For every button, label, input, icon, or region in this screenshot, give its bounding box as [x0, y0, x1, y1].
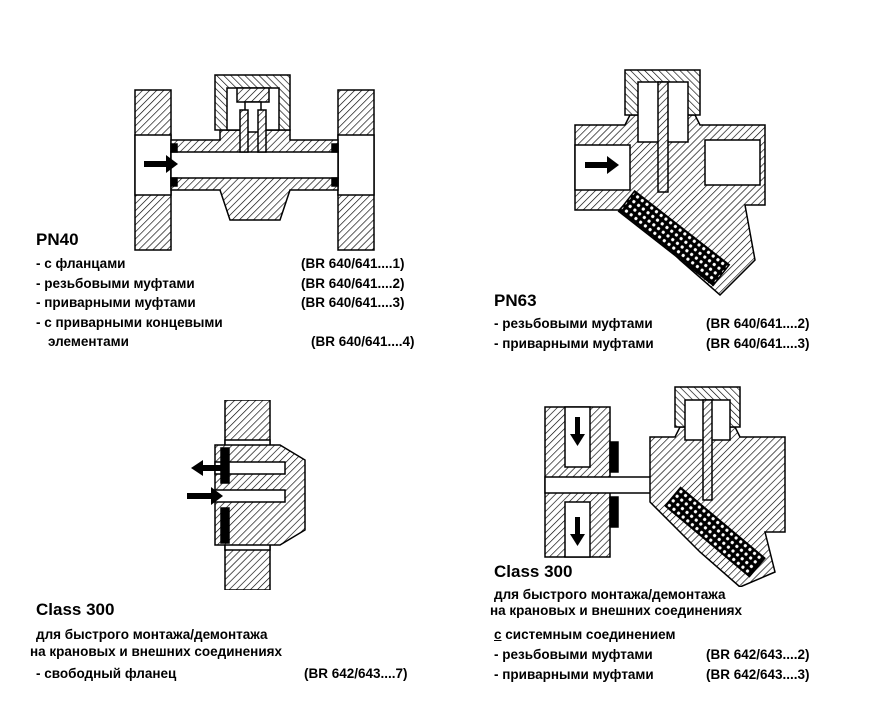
class300-right-system: с системным соединением [494, 625, 676, 645]
inlet-arrow-icon [187, 487, 223, 505]
pn40-flanged-trap-drawing [130, 60, 380, 255]
system-prefix: с [494, 627, 502, 642]
pn63-title: PN63 [494, 291, 537, 310]
pn40-title: PN40 [36, 230, 79, 249]
class300-left-title: Class 300 [36, 600, 115, 619]
class300-right-list: - резьбовыми муфтами(BR 642/643....2) - … [494, 645, 864, 684]
class300-right-desc-1: для быстрого монтажа/демонтажа [494, 587, 726, 602]
class300-right-desc-2: на крановых и внешних соединениях [490, 603, 743, 618]
class300-left-list: - свободный фланец(BR 642/643....7) [36, 664, 436, 684]
pn63-y-trap-drawing [570, 60, 775, 300]
pn63-list: - резьбовыми муфтами(BR 640/641....2) - … [494, 314, 864, 353]
outlet-arrow-icon [191, 460, 229, 476]
class300-right-title: Class 300 [494, 562, 573, 581]
flow-arrow-icon [144, 155, 178, 173]
class300-left-desc-2: на крановых и внешних соединениях [30, 644, 283, 659]
down-arrow-icon [570, 517, 585, 546]
list-item: - свободный фланец(BR 642/643....7) [36, 666, 408, 681]
list-item: - резьбовыми муфтами(BR 642/643....2) [494, 647, 810, 662]
down-arrow-icon [570, 417, 585, 446]
pn40-list: - с фланцами(BR 640/641....1) - резьбовы… [36, 254, 436, 352]
class300-left-desc-1: для быстрого монтажа/демонтажа [36, 627, 268, 642]
system-rest: системным соединением [501, 627, 676, 642]
list-item: элементами(BR 640/641....4) [48, 334, 415, 349]
flow-arrow-icon [585, 156, 619, 174]
class300-system-connector-drawing [540, 382, 790, 587]
list-item: - резьбовыми муфтами(BR 640/641....2) [494, 316, 810, 331]
list-item: - резьбовыми муфтами(BR 640/641....2) [36, 275, 405, 291]
list-item: - приварными муфтами(BR 640/641....3) [36, 295, 405, 310]
list-item: - приварными муфтами(BR 642/643....3) [494, 666, 810, 682]
list-item: - приварными муфтами(BR 640/641....3) [494, 335, 810, 351]
list-item: - с фланцами(BR 640/641....1) [36, 256, 405, 271]
list-item: - с приварными концевыми [36, 314, 223, 330]
class300-loose-flange-drawing [185, 400, 315, 590]
